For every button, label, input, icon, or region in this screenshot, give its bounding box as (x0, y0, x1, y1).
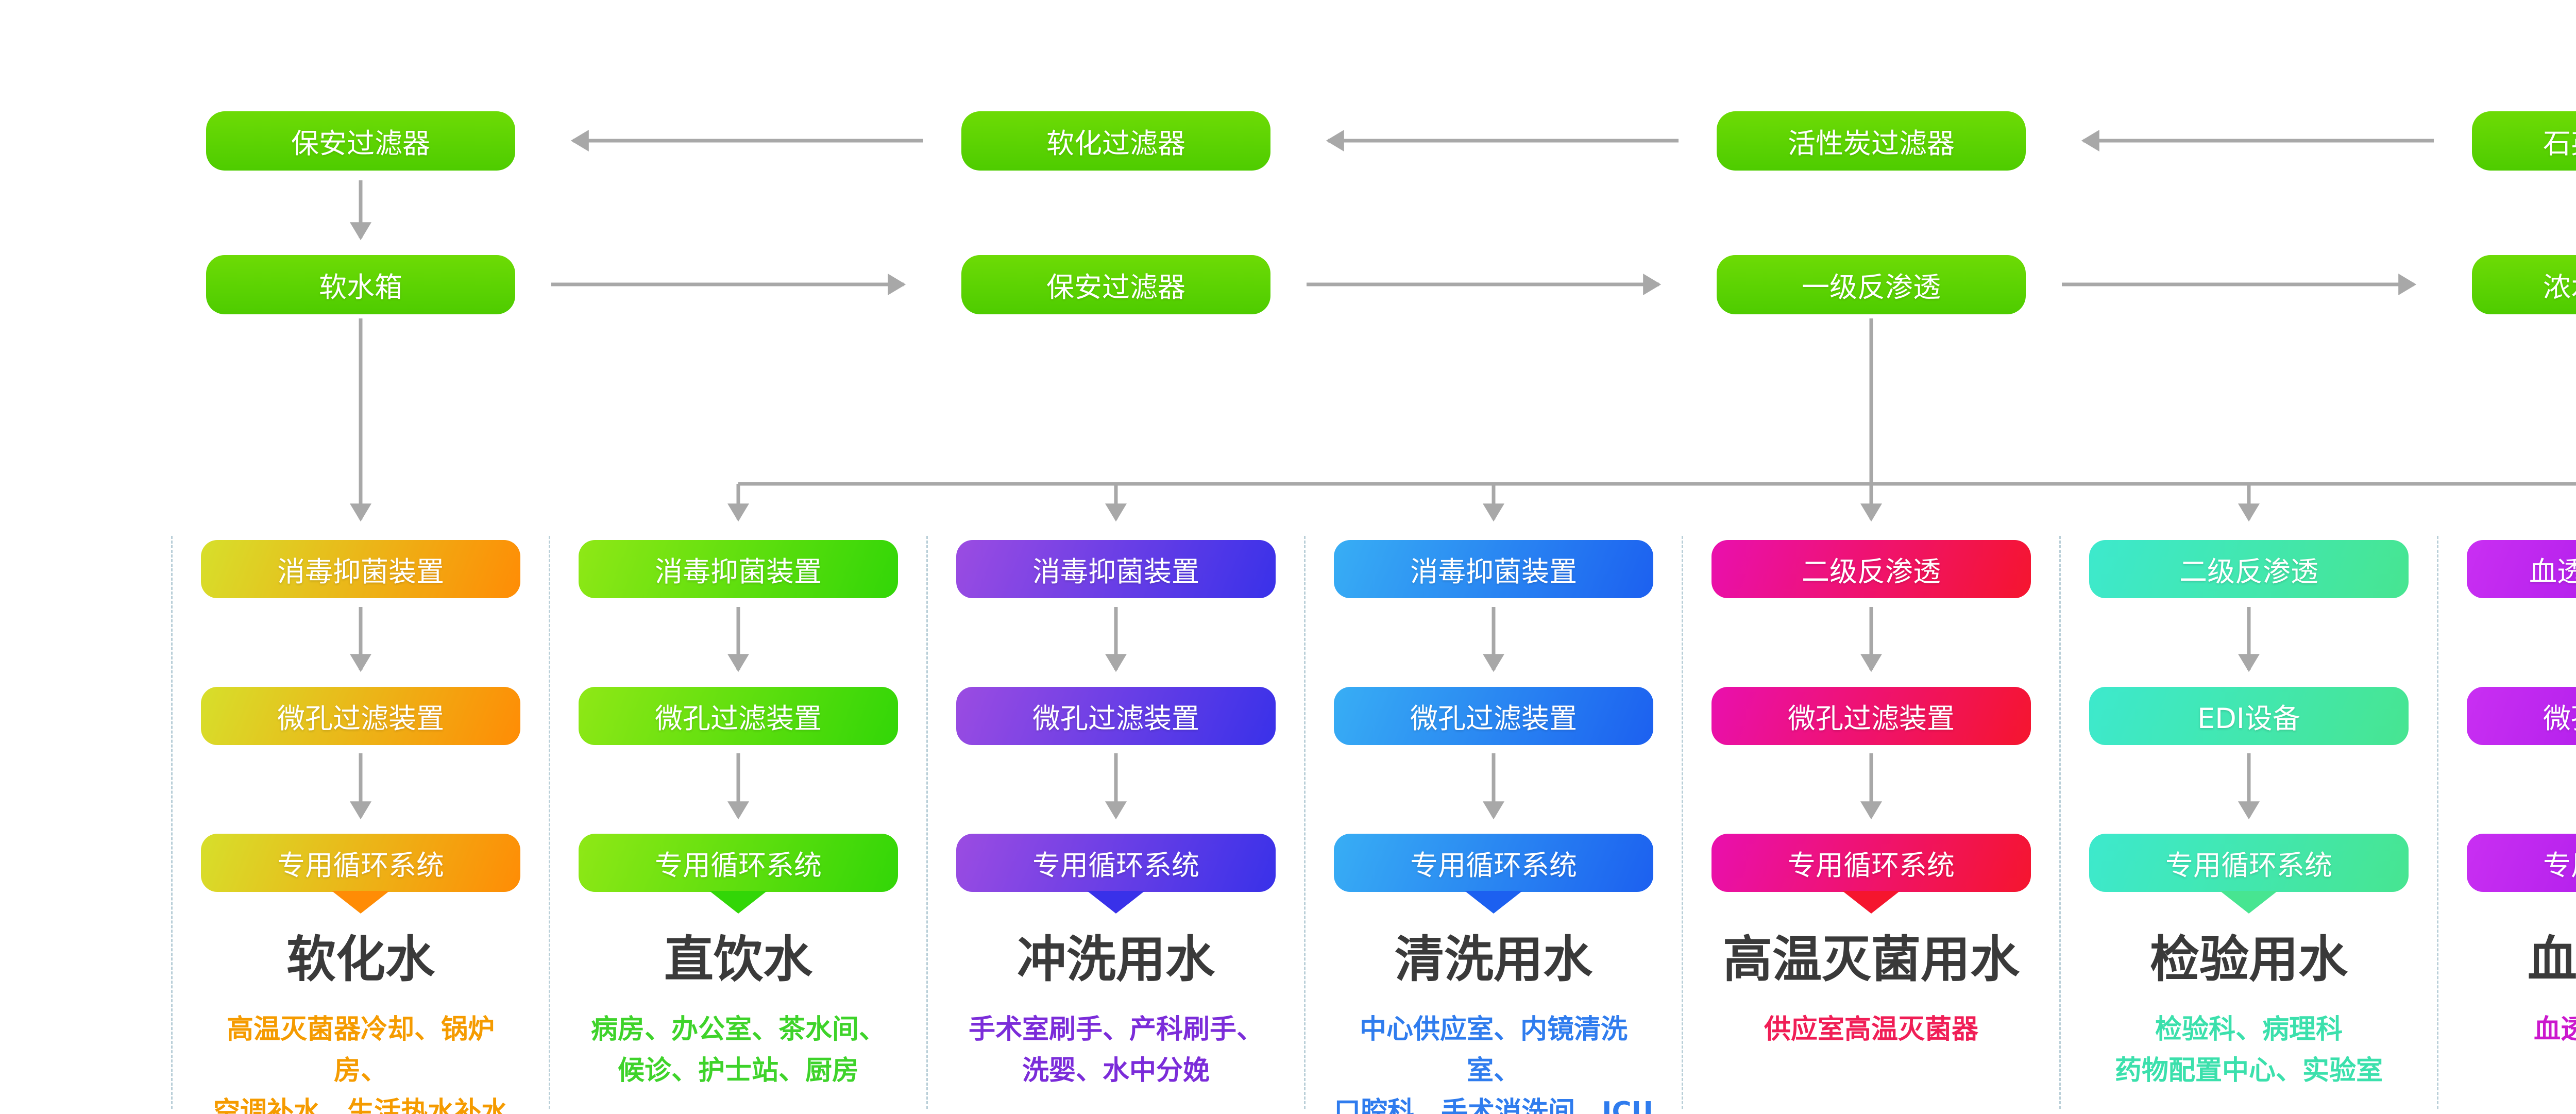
flow-node: 二级反渗透 (2089, 540, 2409, 598)
flow-column: 消毒抑菌装置 微孔过滤装置 专用循环系统 直饮水 病房、办公室、茶水间、 候诊、… (579, 540, 898, 1091)
column-title: 直饮水 (664, 931, 812, 988)
usage-line: 检验科、病理科 (2155, 1014, 2343, 1045)
flow-node: 消毒抑菌装置 (1334, 540, 1653, 598)
usage-line: 中心供应室、内镜清洗室、 (1359, 1014, 1628, 1087)
flow-node: 专用循环系统 (956, 834, 1276, 892)
usage-line: 高温灭菌器冷却、锅炉房、 (226, 1014, 495, 1087)
column-usage-description: 供应室高温灭菌器 (1711, 1009, 2031, 1050)
flow-node: 浓水回收装置 (2472, 255, 2576, 314)
usage-line: 病房、办公室、茶水间、 (590, 1014, 886, 1045)
flow-node: 微孔过滤装置 (1334, 687, 1653, 745)
column-usage-description: 血透中心、ICU (2467, 1009, 2576, 1050)
flow-node: 软水箱 (206, 255, 515, 314)
flow-column: 血透水处理系统 微孔过滤装置 专用循环系统 血透用水 血透中心、ICU (2467, 540, 2576, 1050)
flow-column: 二级反渗透 微孔过滤装置 专用循环系统 高温灭菌用水 供应室高温灭菌器 (1711, 540, 2031, 1050)
flow-node: 软化过滤器 (961, 111, 1270, 171)
flow-node: EDI设备 (2089, 687, 2409, 745)
flow-node: 消毒抑菌装置 (956, 540, 1276, 598)
flow-node: 微孔过滤装置 (2467, 687, 2576, 745)
column-separator (1682, 536, 1683, 1109)
column-title: 清洗用水 (1395, 931, 1592, 988)
flow-node: 专用循环系统 (2089, 834, 2409, 892)
usage-line: 手术室刷手、产科刷手、 (968, 1014, 1263, 1045)
column-usage-description: 病房、办公室、茶水间、 候诊、护士站、厨房 (579, 1009, 898, 1091)
column-title: 软化水 (286, 931, 435, 988)
flow-node: 微孔过滤装置 (579, 687, 898, 745)
flow-node: 专用循环系统 (1711, 834, 2031, 892)
column-separator (2437, 536, 2438, 1109)
flow-node: 专用循环系统 (201, 834, 520, 892)
column-usage-description: 检验科、病理科 药物配置中心、实验室 (2089, 1009, 2409, 1091)
column-separator (549, 536, 550, 1109)
flow-node: 石英砂过滤器 (2472, 111, 2576, 171)
flow-node: 微孔过滤装置 (201, 687, 520, 745)
column-title: 冲洗用水 (1017, 931, 1215, 988)
flow-node: 专用循环系统 (2467, 834, 2576, 892)
flow-node: 保安过滤器 (206, 111, 515, 171)
flow-node: 微孔过滤装置 (956, 687, 1276, 745)
flow-node: 一级反渗透 (1717, 255, 2026, 314)
flow-column: 消毒抑菌装置 微孔过滤装置 专用循环系统 冲洗用水 手术室刷手、产科刷手、 洗婴… (956, 540, 1276, 1091)
flow-node: 专用循环系统 (579, 834, 898, 892)
column-title: 高温灭菌用水 (1723, 931, 2020, 988)
flow-column: 消毒抑菌装置 微孔过滤装置 专用循环系统 软化水 高温灭菌器冷却、锅炉房、 空调… (201, 540, 520, 1114)
column-title: 血透用水 (2528, 931, 2576, 988)
flow-node: 消毒抑菌装置 (201, 540, 520, 598)
flow-node: 微孔过滤装置 (1711, 687, 2031, 745)
flow-node: 活性炭过滤器 (1717, 111, 2026, 171)
flow-node: 专用循环系统 (1334, 834, 1653, 892)
usage-line: 口腔科、手术消洗间、ICU (1334, 1096, 1653, 1114)
flow-column: 二级反渗透 EDI设备 专用循环系统 检验用水 检验科、病理科 药物配置中心、实… (2089, 540, 2409, 1091)
column-separator (1304, 536, 1306, 1109)
column-title: 检验用水 (2150, 931, 2348, 988)
usage-line: 血透中心、ICU (2534, 1014, 2576, 1045)
column-separator (171, 536, 173, 1109)
usage-line: 空调补水、生活热水补水 (213, 1096, 508, 1114)
column-separator (2059, 536, 2061, 1109)
flow-node: 血透水处理系统 (2467, 540, 2576, 598)
usage-line: 药物配置中心、实验室 (2114, 1055, 2383, 1087)
flow-column: 消毒抑菌装置 微孔过滤装置 专用循环系统 清洗用水 中心供应室、内镜清洗室、 口… (1334, 540, 1653, 1114)
flow-node: 保安过滤器 (961, 255, 1270, 314)
column-usage-description: 中心供应室、内镜清洗室、 口腔科、手术消洗间、ICU (1334, 1009, 1653, 1114)
usage-line: 洗婴、水中分娩 (1022, 1055, 1210, 1087)
column-separator (926, 536, 928, 1109)
flow-node: 消毒抑菌装置 (579, 540, 898, 598)
column-usage-description: 手术室刷手、产科刷手、 洗婴、水中分娩 (956, 1009, 1276, 1091)
column-usage-description: 高温灭菌器冷却、锅炉房、 空调补水、生活热水补水 (201, 1009, 520, 1114)
usage-line: 候诊、护士站、厨房 (617, 1055, 859, 1087)
flow-node: 二级反渗透 (1711, 540, 2031, 598)
usage-line: 供应室高温灭菌器 (1764, 1014, 1978, 1045)
